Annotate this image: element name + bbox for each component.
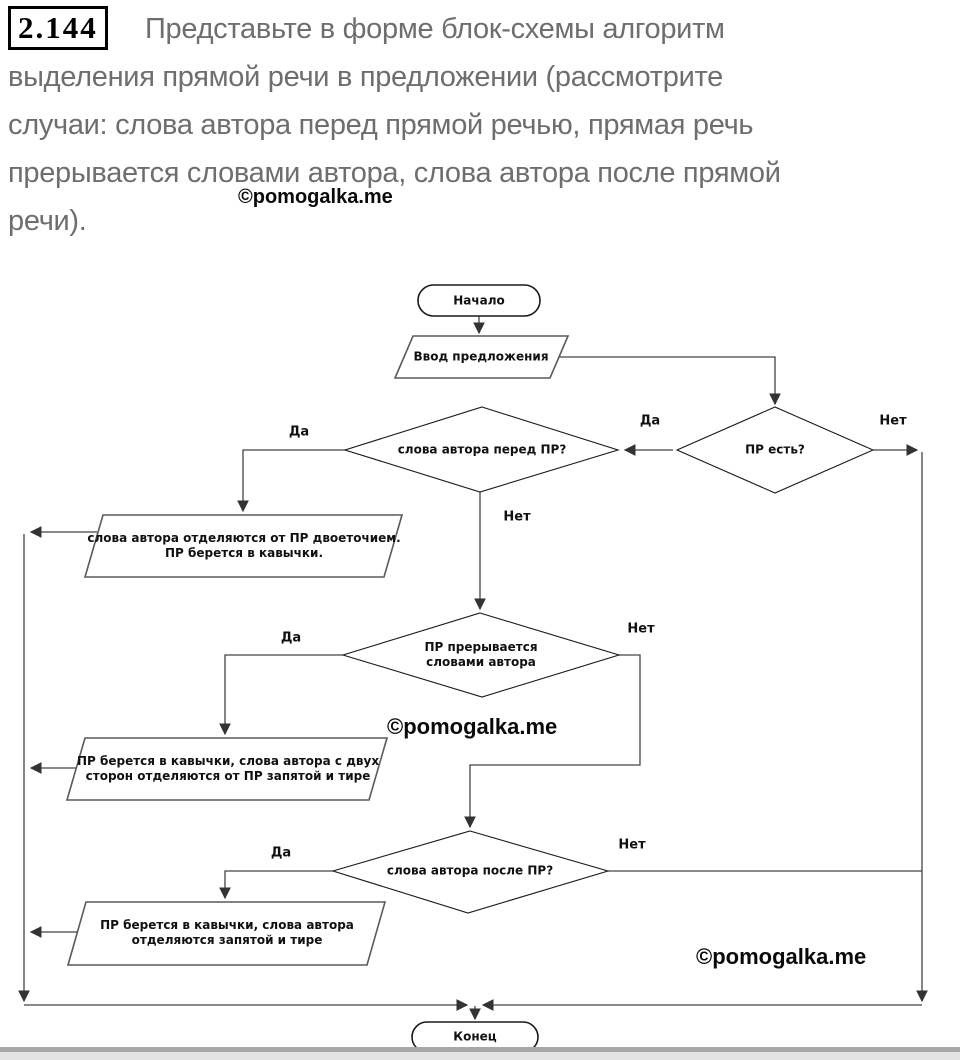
header-text-line: выделения прямой речи в предложении (рас… (8, 61, 723, 93)
connector-before-yes (237, 449, 345, 513)
input-label: Ввод предложения (413, 349, 549, 364)
watermark: ©pomogalka.me (696, 944, 867, 969)
branch-no-label: Нет (618, 837, 646, 853)
header-text-line: речи). (8, 205, 87, 237)
branch-no-label: Нет (627, 621, 655, 637)
process-both-sides-parallelogram (65, 737, 389, 801)
decision-words-after-diamond (331, 830, 610, 914)
branch-yes-label: Да (288, 424, 310, 440)
task-number-box: 2.144 (8, 6, 108, 50)
watermark: ©pomogalka.me (387, 714, 558, 739)
start-terminator (417, 284, 541, 317)
header-text-line: случаи: слова автора перед прямой речью,… (8, 109, 754, 141)
decision-pr-exists-label: ПР есть? (745, 442, 805, 457)
header-text-line: прерывается словами автора, слова автора… (8, 157, 781, 189)
header-text-line: Представьте в форме блок-схемы алгоритм (145, 13, 725, 45)
branch-yes-label: Да (639, 413, 661, 429)
decision-words-after-label: слова автора после ПР? (386, 863, 554, 878)
process-colon-quotes-parallelogram (83, 514, 404, 578)
page-bottom-margin (0, 1052, 960, 1060)
page-bottom-rule (0, 1047, 960, 1052)
input-parallelogram (393, 335, 570, 379)
end-label: Конец (453, 1029, 497, 1044)
watermark: ©pomogalka.me (238, 186, 393, 208)
connector-input-to-pr-exists (559, 356, 781, 406)
branch-yes-label: Да (270, 845, 292, 861)
branch-yes-label: Да (280, 630, 302, 646)
branch-no-label: Нет (503, 509, 531, 525)
process-comma-dash-parallelogram (66, 901, 387, 966)
decision-words-before-label: слова автора перед ПР? (397, 442, 567, 457)
branch-no-label: Нет (879, 413, 907, 429)
process-both-sides-label: ПР берется в кавычки, слова автора с дву… (76, 754, 380, 783)
decision-pr-exists-diamond (675, 406, 875, 494)
decision-pr-interrupted-label: ПР прерывается словами автора (424, 640, 538, 669)
decision-words-before-diamond (343, 406, 620, 493)
connector-after-yes (219, 870, 333, 900)
connector-interrupt-yes (219, 654, 343, 736)
process-colon-quotes-label: слова автора отделяются от ПР двоеточием… (87, 531, 401, 560)
process-comma-dash-label: ПР берется в кавычки, слова автора отдел… (100, 918, 354, 947)
connector-interrupt-no (464, 654, 641, 829)
start-label: Начало (453, 293, 505, 308)
decision-pr-interrupted-diamond (341, 612, 621, 698)
